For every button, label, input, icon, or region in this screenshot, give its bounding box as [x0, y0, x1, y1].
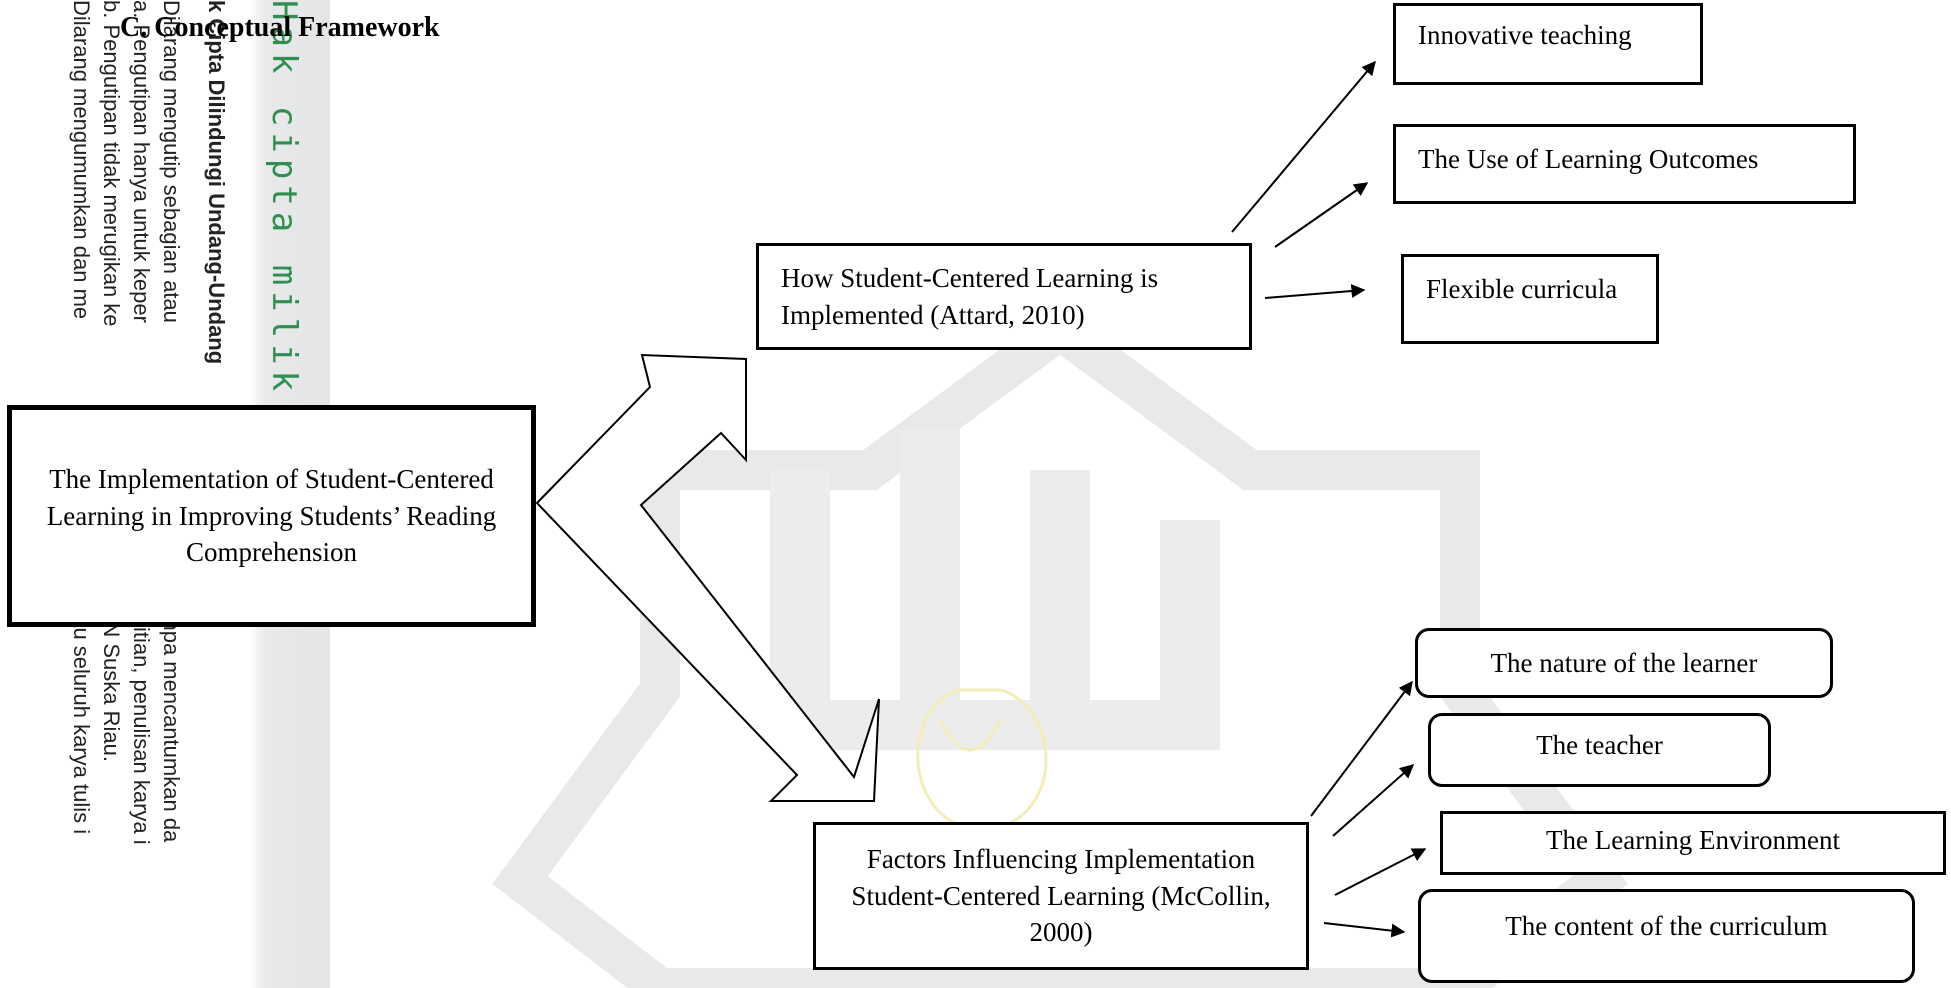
- learning-outcomes-box: The Use of Learning Outcomes: [1393, 124, 1856, 204]
- sidebar-line-1: k Cipta Dilindungi Undang-Undang: [204, 0, 229, 365]
- flexible-curricula-text: Flexible curricula: [1426, 273, 1618, 304]
- section-heading: C. Conceptual Framework: [120, 12, 440, 43]
- arrow-to-flexible: [1264, 284, 1366, 299]
- implementation-text: How Student-Centered Learning is Impleme…: [781, 263, 1159, 330]
- arrow-to-teacher: [1332, 764, 1415, 837]
- factors-box: Factors Influencing Implementation Stude…: [813, 822, 1309, 970]
- learning-environment-box: The Learning Environment: [1440, 811, 1946, 875]
- teacher-text: The teacher: [1536, 729, 1663, 760]
- curriculum-content-box: The content of the curriculum: [1418, 889, 1915, 983]
- nature-of-learner-text: The nature of the learner: [1490, 647, 1758, 678]
- main-topic-box: The Implementation of Student-Centered L…: [7, 405, 536, 627]
- arrow-to-environment: [1334, 848, 1427, 896]
- arrow-to-outcomes: [1274, 182, 1369, 248]
- innovative-teaching-box: Innovative teaching: [1393, 3, 1703, 85]
- nature-of-learner-box: The nature of the learner: [1415, 628, 1833, 698]
- arrow-to-innovative: [1231, 60, 1376, 233]
- curriculum-content-text: The content of the curriculum: [1505, 910, 1828, 941]
- arrow-to-content: [1323, 922, 1406, 938]
- teacher-box: The teacher: [1428, 713, 1771, 787]
- arrow-to-learner: [1310, 680, 1413, 817]
- branch-arrow: [535, 353, 880, 802]
- factors-text: Factors Influencing Implementation Stude…: [851, 844, 1271, 948]
- implementation-box: How Student-Centered Learning is Impleme…: [756, 243, 1252, 350]
- flexible-curricula-box: Flexible curricula: [1401, 254, 1659, 344]
- learning-outcomes-text: The Use of Learning Outcomes: [1418, 143, 1759, 174]
- innovative-teaching-text: Innovative teaching: [1418, 19, 1632, 50]
- learning-environment-text: The Learning Environment: [1546, 824, 1840, 855]
- main-topic-text: The Implementation of Student-Centered L…: [46, 464, 497, 568]
